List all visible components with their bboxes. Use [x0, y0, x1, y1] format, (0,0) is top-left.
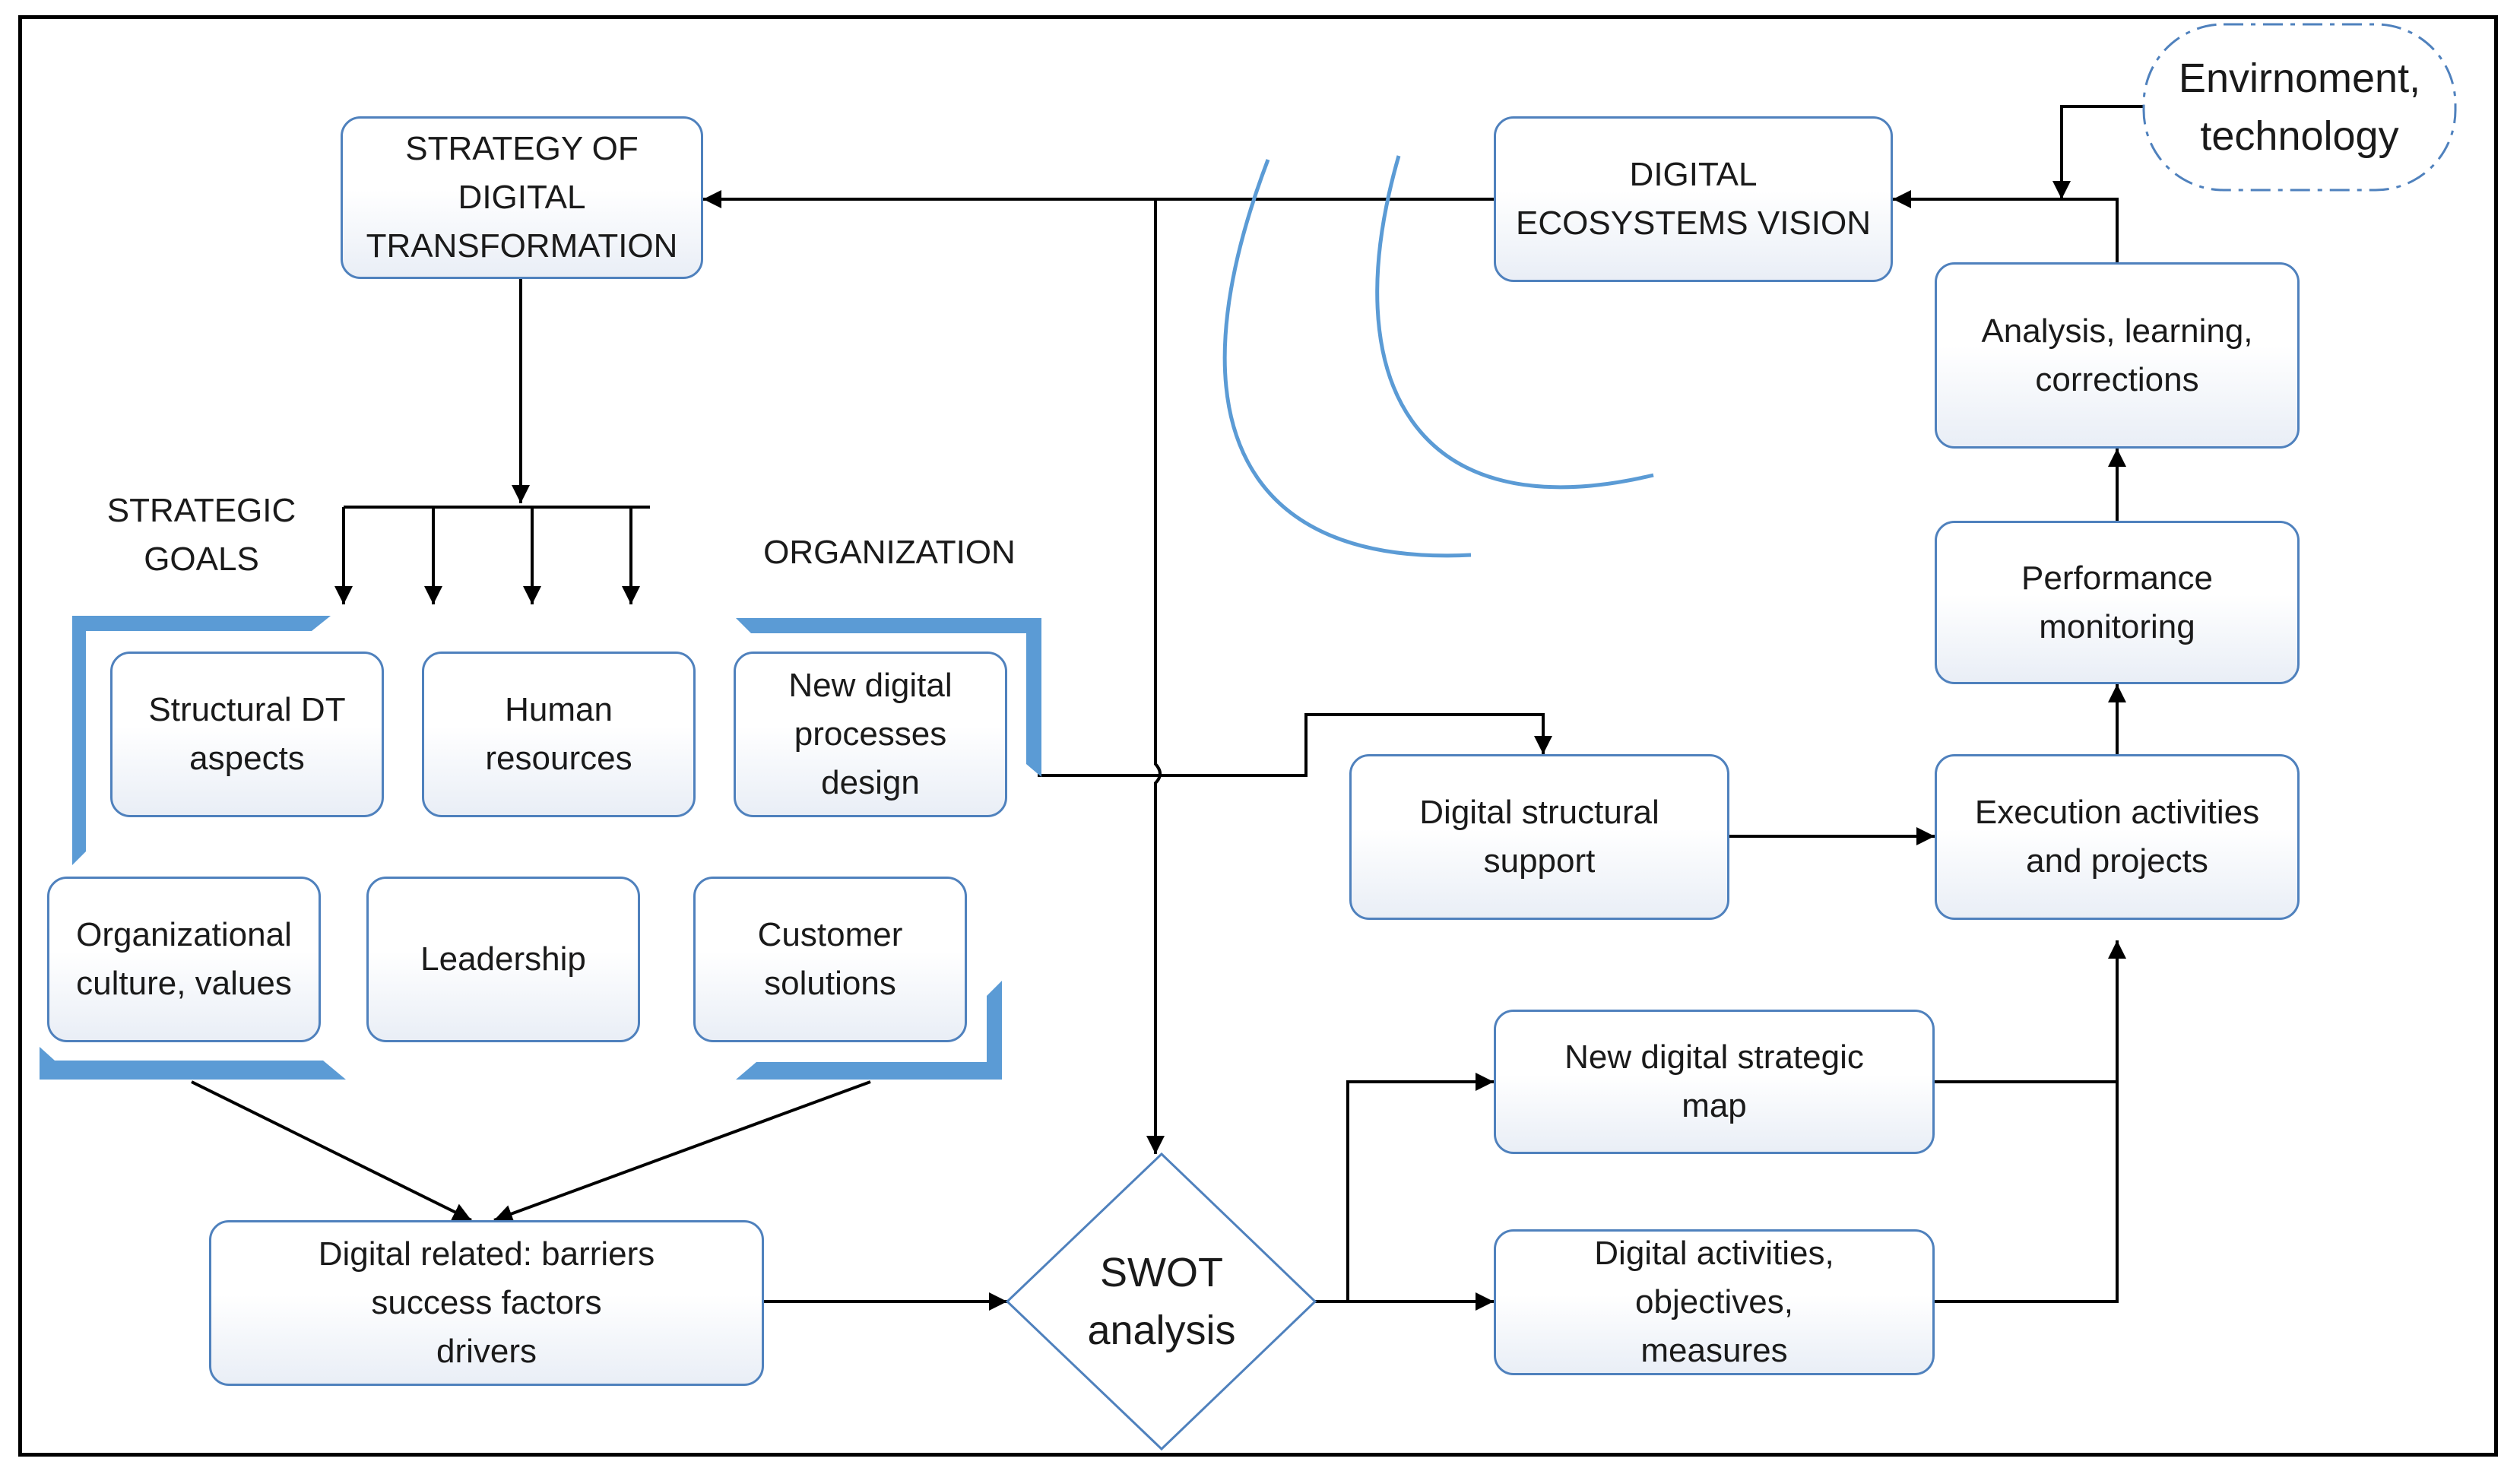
- bracket-bottom-right: [736, 981, 1002, 1080]
- swot-diamond: [1005, 1152, 1317, 1451]
- leadership-box: Leadership: [366, 877, 640, 1042]
- analysis-box: Analysis, learning, corrections: [1935, 262, 2300, 449]
- environment-label: Envirnoment, technology: [2178, 55, 2421, 159]
- bracket-bottom-left: [40, 1047, 346, 1080]
- strategic-goals-label: STRATEGIC GOALS: [106, 492, 296, 578]
- vision-box: DIGITAL ECOSYSTEMS VISION: [1494, 116, 1893, 282]
- swot-label: SWOT analysis: [1087, 1250, 1236, 1353]
- new-processes-box: New digital processes design: [734, 652, 1007, 817]
- arrow-to-swot-vertical: [1146, 199, 1165, 1154]
- arrow-environment: [2052, 105, 2144, 199]
- arrow-org-to-structural-support: [1038, 713, 1552, 777]
- arrow-left-group-to-barriers: [191, 1080, 472, 1222]
- organization-label: ORGANIZATION: [763, 534, 1016, 571]
- org-culture-box: Organizational culture, values: [47, 877, 321, 1042]
- human-resources-box: Human resources: [422, 652, 696, 817]
- arrow-activities-to-execution: [1935, 940, 2126, 1303]
- execution-box: Execution activities and projects: [1935, 754, 2300, 920]
- customer-solutions-box: Customer solutions: [693, 877, 967, 1042]
- performance-box: Performance monitoring: [1935, 521, 2300, 684]
- barriers-box: Digital related: barriers success factor…: [209, 1220, 764, 1386]
- strategy-box: STRATEGY OF DIGITAL TRANSFORMATION: [341, 116, 703, 279]
- decor-arc-right: [1375, 155, 1654, 490]
- structural-dt-box: Structural DT aspects: [110, 652, 384, 817]
- environment-cloud-outline: [2142, 23, 2457, 192]
- arrow-right-group-to-barriers: [493, 1080, 871, 1222]
- activities-box: Digital activities, objectives, measures: [1494, 1229, 1935, 1375]
- structural-support-box: Digital structural support: [1349, 754, 1729, 920]
- arrow-swot-to-map: [1315, 1073, 1494, 1303]
- decor-arc-left: [1222, 159, 1472, 558]
- arrow-analysis-to-vision: [1893, 190, 2119, 262]
- strategic-map-box: New digital strategic map: [1494, 1010, 1935, 1154]
